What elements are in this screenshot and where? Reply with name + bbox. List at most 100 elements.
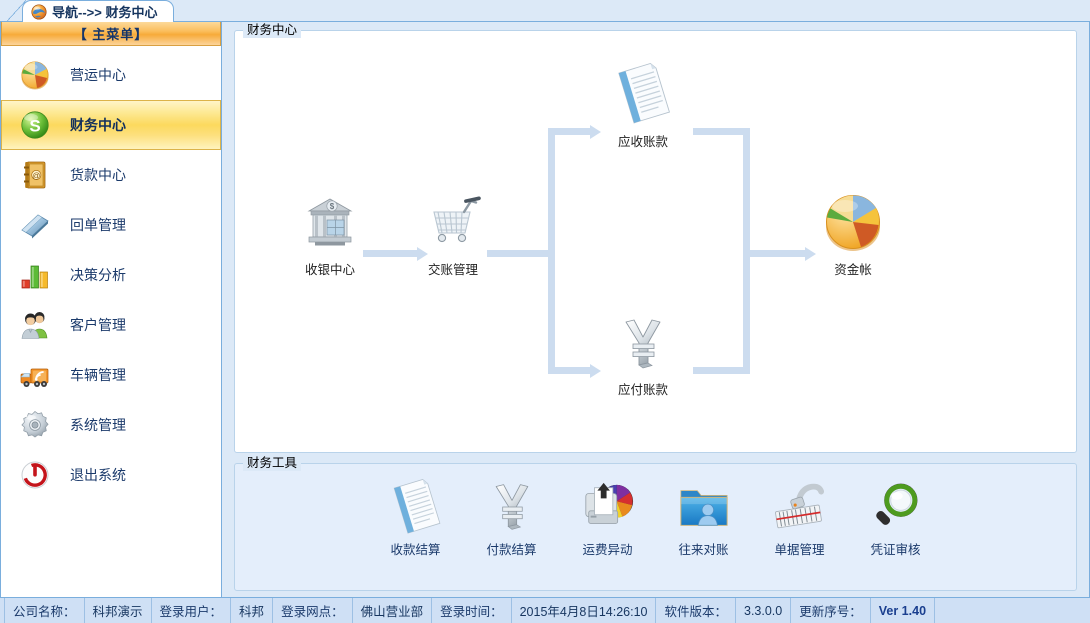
connector-handover-trunk bbox=[487, 250, 555, 257]
sidebar: 【 主菜单】 bbox=[0, 22, 222, 597]
yen-icon bbox=[588, 311, 698, 373]
connector-receivable-out bbox=[693, 128, 750, 135]
sidebar-item-decision-analysis[interactable]: 决策分析 bbox=[1, 250, 221, 300]
flow-node-label: 资金帐 bbox=[834, 263, 872, 277]
connector-payable-out bbox=[693, 367, 750, 374]
tool-label: 凭证审核 bbox=[870, 543, 921, 557]
sidebar-item-label: 车辆管理 bbox=[70, 367, 126, 383]
status-login-time-label: 登录时间： bbox=[432, 598, 512, 623]
svg-text:S: S bbox=[29, 117, 40, 136]
content-area: 财务中心 bbox=[222, 22, 1090, 597]
finance-tools-group: 财务工具 bbox=[234, 455, 1077, 591]
tool-freight-change[interactable]: 运费异动 bbox=[566, 478, 650, 558]
sidebar-item-exit-system[interactable]: 退出系统 bbox=[1, 450, 221, 500]
yen-icon bbox=[470, 478, 554, 536]
sidebar-item-loan-center[interactable]: @ 货款中心 bbox=[1, 150, 221, 200]
sidebar-item-label: 决策分析 bbox=[70, 267, 126, 283]
tool-label: 运费异动 bbox=[582, 543, 633, 557]
flow-group-title: 财务中心 bbox=[243, 22, 302, 38]
green-s-icon: S bbox=[18, 108, 52, 142]
svg-text:@: @ bbox=[32, 171, 40, 180]
status-update-serial-label: 更新序号： bbox=[791, 598, 871, 623]
magnifier-icon bbox=[854, 478, 938, 536]
tool-document-management[interactable]: 单据管理 bbox=[758, 478, 842, 558]
sidebar-item-finance-center[interactable]: S 财务中心 bbox=[1, 100, 221, 150]
status-software-version-label: 软件版本： bbox=[656, 598, 736, 623]
main-body: 【 主菜单】 bbox=[0, 22, 1090, 597]
shopping-cart-icon bbox=[398, 191, 508, 253]
status-company-name-value: 科邦演示 bbox=[85, 598, 152, 623]
sidebar-item-label: 客户管理 bbox=[70, 317, 126, 333]
status-login-site-label: 登录网点： bbox=[273, 598, 353, 623]
sidebar-item-label: 财务中心 bbox=[70, 117, 126, 133]
svg-text:$: $ bbox=[330, 202, 335, 211]
tool-payment-settlement[interactable]: 付款结算 bbox=[470, 478, 554, 558]
arrow-to-receivable bbox=[590, 124, 601, 139]
sidebar-item-operations[interactable]: 营运中心 bbox=[1, 50, 221, 100]
finance-center-flow-group: 财务中心 bbox=[234, 22, 1077, 453]
flow-diagram: $ 收银中心 bbox=[235, 31, 1076, 452]
globe-icon bbox=[31, 3, 47, 20]
sidebar-menu-list: 营运中心 S 财务中心 bbox=[1, 46, 221, 597]
address-book-icon: @ bbox=[18, 158, 52, 192]
tool-receipt-settlement[interactable]: 收款结算 bbox=[374, 478, 458, 558]
sidebar-item-label: 货款中心 bbox=[70, 167, 126, 183]
status-login-site-value: 佛山营业部 bbox=[353, 598, 433, 623]
tools-row: 收款结算 bbox=[235, 478, 1076, 558]
sidebar-item-label: 营运中心 bbox=[70, 67, 126, 83]
arrow-cashier-to-handover bbox=[417, 246, 428, 261]
tab-label: 导航-->> 财务中心 bbox=[52, 5, 158, 20]
status-update-serial-value: Ver 1.40 bbox=[871, 598, 936, 623]
status-bar: 公司名称： 科邦演示 登录用户： 科邦 登录网点： 佛山营业部 登录时间： 20… bbox=[0, 597, 1090, 623]
tab-slant-decor bbox=[6, 0, 26, 22]
connector-to-receivable bbox=[548, 128, 592, 135]
document-icon bbox=[588, 63, 698, 125]
tab-navigation-finance-center[interactable]: 导航-->> 财务中心 bbox=[22, 0, 174, 22]
sidebar-item-customer-management[interactable]: 客户管理 bbox=[1, 300, 221, 350]
bar-chart-icon bbox=[18, 258, 52, 292]
flow-node-handover[interactable]: 交账管理 bbox=[398, 191, 508, 278]
sidebar-item-vehicle-management[interactable]: 车辆管理 bbox=[1, 350, 221, 400]
connector-to-payable bbox=[548, 367, 592, 374]
tab-strip-underline bbox=[0, 21, 1090, 22]
flow-node-label: 收银中心 bbox=[304, 263, 355, 277]
pie-chart-icon bbox=[18, 58, 52, 92]
flow-node-label: 应收账款 bbox=[617, 135, 668, 149]
flow-node-label: 交账管理 bbox=[427, 263, 478, 277]
printer-color-icon bbox=[566, 478, 650, 536]
status-login-time-value: 2015年4月8日14:26:10 bbox=[512, 598, 657, 623]
bank-icon: $ bbox=[275, 191, 385, 253]
status-login-user-value: 科邦 bbox=[231, 598, 274, 623]
tool-account-reconciliation[interactable]: 往来对账 bbox=[662, 478, 746, 558]
flow-node-payable[interactable]: 应付账款 bbox=[588, 311, 698, 398]
pie-chart-icon bbox=[798, 191, 908, 253]
flow-node-cashier[interactable]: $ 收银中心 bbox=[275, 191, 385, 278]
flow-node-label: 应付账款 bbox=[617, 383, 668, 397]
sidebar-item-label: 系统管理 bbox=[70, 417, 126, 433]
connector-merge-to-fundbook bbox=[743, 250, 807, 257]
flow-node-fundbook[interactable]: 资金帐 bbox=[798, 191, 908, 278]
tool-label: 往来对账 bbox=[678, 543, 729, 557]
main-menu-header: 【 主菜单】 bbox=[1, 22, 221, 46]
tool-label: 单据管理 bbox=[774, 543, 825, 557]
sidebar-item-receipt-management[interactable]: 回单管理 bbox=[1, 200, 221, 250]
folder-user-icon bbox=[662, 478, 746, 536]
sidebar-item-label: 回单管理 bbox=[70, 217, 126, 233]
sidebar-item-system-management[interactable]: 系统管理 bbox=[1, 400, 221, 450]
sidebar-item-label: 退出系统 bbox=[70, 467, 126, 483]
connector-split-vertical bbox=[548, 128, 555, 374]
gear-icon bbox=[18, 408, 52, 442]
tools-group-title: 财务工具 bbox=[243, 455, 302, 471]
tab-strip: 导航-->> 财务中心 bbox=[0, 0, 1090, 22]
power-icon bbox=[18, 458, 52, 492]
tool-label: 收款结算 bbox=[390, 543, 441, 557]
flow-node-receivable[interactable]: 应收账款 bbox=[588, 63, 698, 150]
document-icon bbox=[374, 478, 458, 536]
tool-voucher-audit[interactable]: 凭证审核 bbox=[854, 478, 938, 558]
status-software-version-value: 3.3.0.0 bbox=[736, 598, 792, 623]
arrow-to-payable bbox=[590, 363, 601, 378]
status-company-name-label: 公司名称： bbox=[4, 598, 85, 623]
truck-rss-icon bbox=[18, 358, 52, 392]
status-login-user-label: 登录用户： bbox=[152, 598, 232, 623]
